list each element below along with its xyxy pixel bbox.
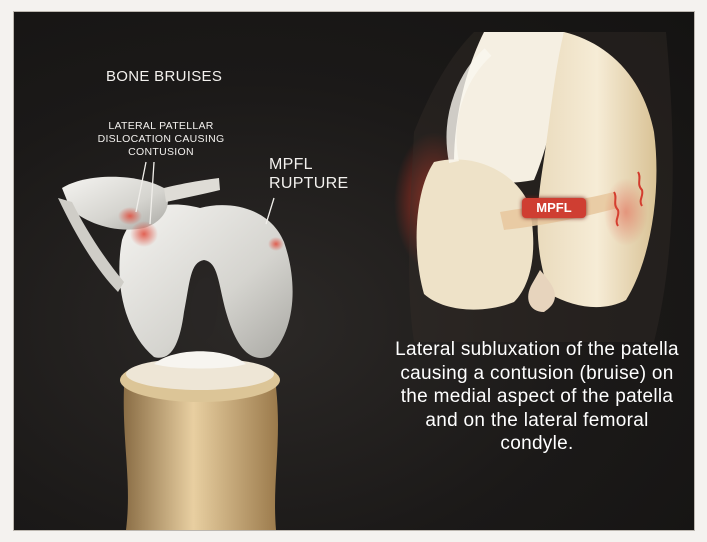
description-text: Lateral subluxation of the patella causi… <box>392 338 682 456</box>
mpfl-rupture-spot <box>268 237 284 251</box>
tibia-shape <box>120 358 280 530</box>
leader-line-mpfl <box>266 198 274 224</box>
condyle-bruise-spot <box>130 221 158 247</box>
diagram-title: BONE BRUISES <box>106 68 222 85</box>
mpfl-tag: MPFL <box>522 198 586 218</box>
inset-knee-illustration <box>394 32 673 342</box>
illustration-frame: BONE BRUISES LATERAL PATELLAR DISLOCATIO… <box>14 12 694 530</box>
lateral-dislocation-label: LATERAL PATELLAR DISLOCATION CAUSING CON… <box>86 120 236 159</box>
mpfl-rupture-label: MPFL RUPTURE <box>269 155 379 193</box>
